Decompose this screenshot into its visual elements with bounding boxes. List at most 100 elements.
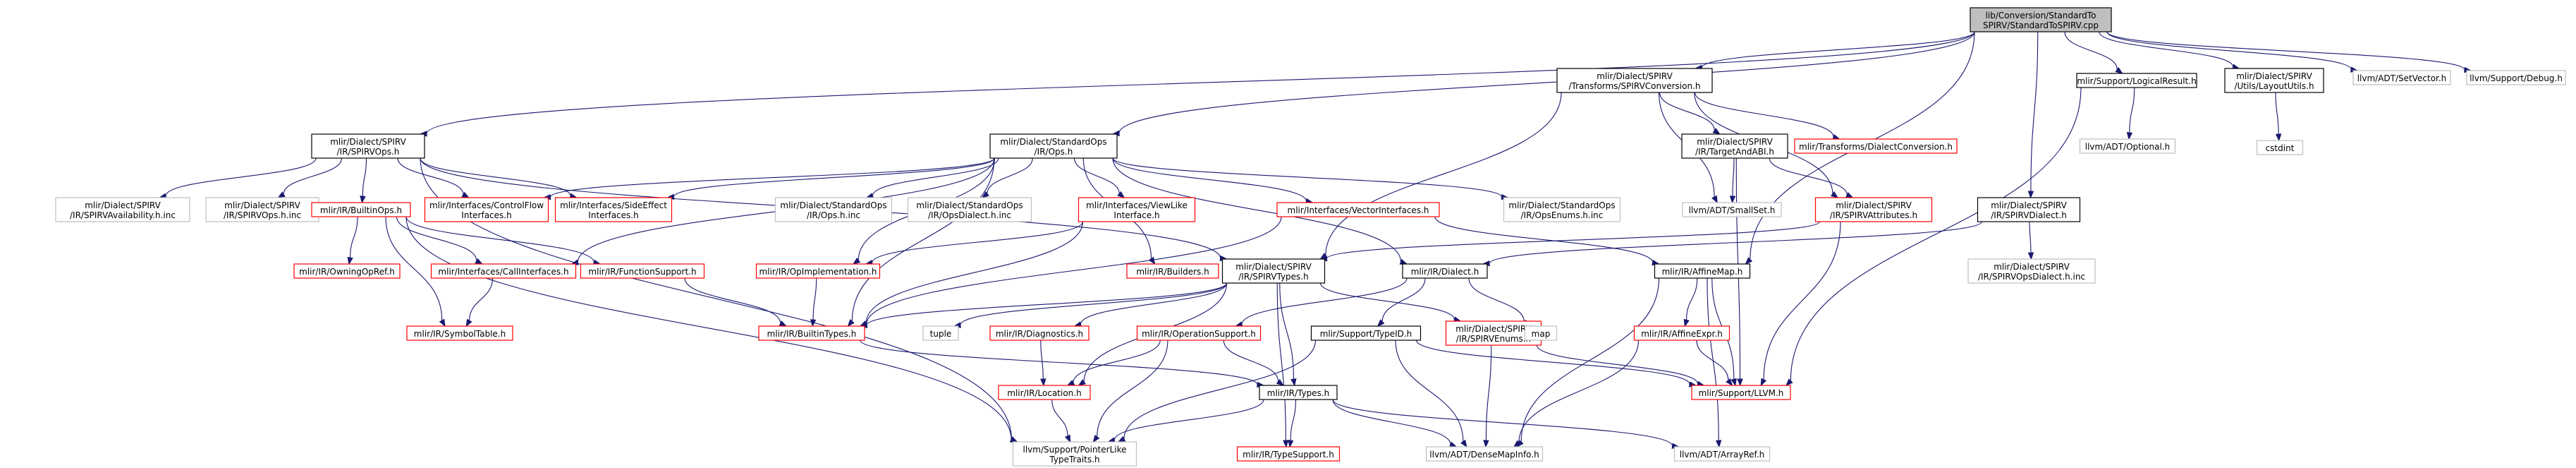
node-irtypes[interactable]: mlir/IR/Types.h	[1259, 385, 1338, 400]
node-label: mlir/IR/Location.h	[1007, 388, 1081, 398]
edge-arrowhead	[360, 196, 366, 204]
edge-root-to-spirvdialect	[2027, 31, 2039, 199]
node-box	[1136, 325, 1262, 341]
node-functionsupport[interactable]: mlir/IR/FunctionSupport.h	[580, 263, 705, 279]
node-targetandabi[interactable]: mlir/Dialect/SPIRV/IR/TargetAndABI.h	[1681, 133, 1788, 159]
node-label: /IR/SPIRVOpsDialect.h.inc	[1978, 272, 2085, 282]
edge-spirvops-to-controlflow	[397, 157, 470, 198]
node-supportllvm[interactable]: mlir/Support/LLVM.h	[1691, 385, 1791, 400]
node-box	[2466, 70, 2566, 85]
node-spirvopsinc: mlir/Dialect/SPIRV/IR/SPIRVOps.h.inc	[205, 197, 319, 222]
node-box	[1259, 385, 1338, 400]
node-spirvdialect[interactable]: mlir/Dialect/SPIRV/IR/SPIRVDialect.h	[1977, 197, 2081, 222]
edge-arrowhead	[277, 191, 286, 198]
node-label: /IR/SPIRVTypes.h	[1238, 272, 1308, 282]
edge-arrowhead	[1376, 319, 1385, 327]
node-label: mlir/IR/OwningOpRef.h	[299, 267, 395, 277]
edge-logicalresult-to-supportllvm	[1786, 87, 2082, 386]
node-layoututils[interactable]: mlir/Dialect/SPIRV/Utils/LayoutUtils.h	[2224, 68, 2324, 93]
node-root[interactable]: lib/Conversion/StandardToSPIRV/StandardT…	[1970, 7, 2112, 32]
node-label: mlir/IR/BuiltinTypes.h	[767, 329, 857, 339]
node-debug: llvm/Support/Debug.h	[2466, 70, 2566, 85]
node-spirvtypes[interactable]: mlir/Dialect/SPIRV/IR/SPIRVTypes.h	[1221, 258, 1326, 284]
edge-builtinops-to-owningopref	[347, 216, 358, 265]
edge-line	[1325, 92, 1562, 256]
node-label: mlir/Dialect/StandardOps	[780, 200, 886, 210]
edge-arrowhead	[1830, 191, 1839, 198]
node-affineexpr[interactable]: mlir/IR/AffineExpr.h	[1633, 325, 1730, 341]
node-spirvattributes[interactable]: mlir/Dialect/SPIRV/IR/SPIRVAttributes.h	[1814, 197, 1933, 222]
node-label: /IR/Ops.h	[1034, 147, 1073, 157]
node-label: mlir/IR/AffineMap.h	[1662, 267, 1743, 277]
node-typesupport[interactable]: mlir/IR/TypeSupport.h	[1236, 446, 1341, 462]
node-label: cstdint	[2266, 143, 2295, 153]
node-affinemap[interactable]: mlir/IR/AffineMap.h	[1654, 263, 1751, 279]
edge-line	[469, 277, 494, 321]
edge-arrowhead	[1064, 434, 1071, 443]
node-operationsupport[interactable]: mlir/IR/OperationSupport.h	[1136, 325, 1262, 341]
node-dialectconversion[interactable]: mlir/Transforms/DialectConversion.h	[1794, 138, 1958, 154]
edge-affineexpr-to-supportllvm	[1696, 340, 1733, 387]
node-label: mlir/Interfaces/VectorInterfaces.h	[1288, 205, 1429, 215]
node-vectorinterfaces[interactable]: mlir/Interfaces/VectorInterfaces.h	[1276, 202, 1440, 217]
edge-spirvdialect-to-opsdialecth	[2027, 221, 2034, 260]
node-label: mlir/Dialect/SPIRV	[1697, 137, 1773, 147]
node-label: mlir/Dialect/SPIRV	[1455, 324, 1532, 334]
node-label: llvm/Support/PointerLike	[1023, 445, 1126, 455]
edge-line	[1112, 157, 1307, 202]
node-typeid[interactable]: mlir/Support/TypeID.h	[1310, 325, 1422, 341]
node-symboltable[interactable]: mlir/IR/SymbolTable.h	[406, 325, 513, 341]
node-box	[755, 263, 881, 279]
node-label: /Transforms/SPIRVConversion.h	[1568, 81, 1700, 91]
node-arrayref: llvm/ADT/ArrayRef.h	[1673, 446, 1771, 462]
edge-arrowhead	[1745, 257, 1753, 265]
edge-line	[2030, 31, 2039, 192]
edge-irtypes-to-arrayref	[1332, 399, 1680, 449]
node-stdops[interactable]: mlir/Dialect/StandardOps/IR/Ops.h	[989, 133, 1118, 159]
edge-arrowhead	[1092, 434, 1100, 443]
edge-line	[812, 277, 817, 320]
node-label: mlir/IR/SymbolTable.h	[414, 329, 506, 339]
node-label: mlir/Interfaces/ControlFlow	[429, 200, 544, 210]
edge-line	[1732, 157, 1735, 197]
node-callinterfaces[interactable]: mlir/Interfaces/CallInterfaces.h	[430, 263, 577, 279]
edge-spirvconv-to-spirvtypes	[1319, 92, 1562, 260]
node-logicalresult[interactable]: mlir/Support/LogicalResult.h	[2076, 73, 2197, 88]
node-box	[1236, 446, 1341, 462]
node-box	[1221, 258, 1326, 284]
edge-line	[1051, 399, 1068, 436]
node-box	[580, 263, 705, 279]
node-spirvops[interactable]: mlir/Dialect/SPIRV/IR/SPIRVOps.h	[311, 133, 425, 159]
nodes-layer: lib/Conversion/StandardToSPIRV/StandardT…	[55, 7, 2566, 467]
edge-line	[165, 157, 317, 196]
node-label: /IR/SPIRVDialect.h	[1991, 210, 2067, 220]
node-spirvconv[interactable]: mlir/Dialect/SPIRV/Transforms/SPIRVConve…	[1556, 68, 1713, 93]
node-label: mlir/Dialect/StandardOps	[1508, 200, 1615, 210]
node-builtintypes[interactable]: mlir/IR/BuiltinTypes.h	[758, 325, 865, 341]
node-diagnostics[interactable]: mlir/IR/Diagnostics.h	[989, 325, 1089, 341]
edge-arrowhead	[439, 318, 446, 328]
edge-line	[1694, 92, 1834, 138]
edge-irtypes-to-pointerlike	[1107, 399, 1264, 443]
node-opimplementation[interactable]: mlir/IR/OpImplementation.h	[755, 263, 881, 279]
node-box	[1310, 325, 1422, 341]
edge-line	[866, 216, 1282, 325]
node-spirvenums[interactable]: mlir/Dialect/SPIRV/IR/SPIRVEnums.h	[1445, 320, 1542, 346]
node-location[interactable]: mlir/IR/Location.h	[998, 385, 1091, 400]
node-label: mlir/Support/TypeID.h	[1320, 329, 1412, 339]
node-irdialect[interactable]: mlir/IR/Dialect.h	[1402, 263, 1488, 279]
edge-line	[1763, 221, 1841, 380]
edge-irdialect-to-map	[1468, 277, 1530, 327]
node-builders[interactable]: mlir/IR/Builders.h	[1126, 263, 1219, 279]
edge-line	[1468, 277, 1525, 323]
edge-viewlike-to-opimplementation	[865, 221, 1084, 266]
node-builtinops[interactable]: mlir/IR/BuiltinOps.h	[311, 202, 411, 217]
node-owningopref[interactable]: mlir/IR/OwningOpRef.h	[293, 263, 401, 279]
node-label: llvm/ADT/SetVector.h	[2357, 73, 2447, 83]
edge-line	[1112, 157, 1503, 198]
node-label: /IR/OpsDialect.h.inc	[928, 210, 1011, 220]
